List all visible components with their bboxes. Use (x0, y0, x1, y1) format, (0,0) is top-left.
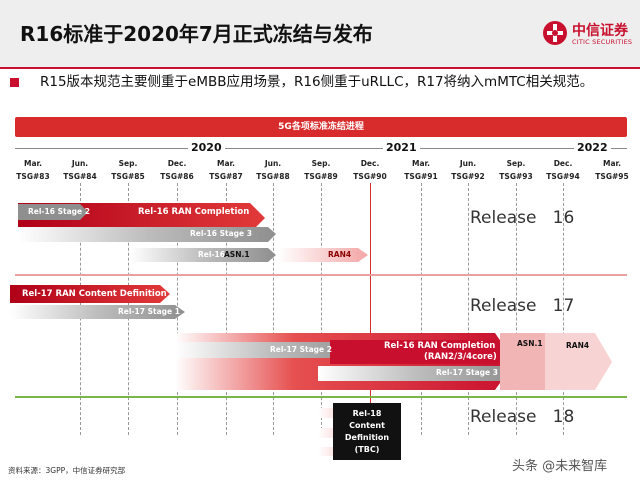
tick-month: Sep. (311, 159, 331, 168)
label-rel16-asn1: ASN.1 (224, 250, 250, 259)
page-title: R16标准于2020年7月正式冻结与发布 (20, 22, 373, 46)
label-rel17-content-def: Rel-17 RAN Content Definition (22, 289, 167, 299)
citic-logo-icon (543, 21, 567, 45)
label-rel17-asn1: ASN.1 (517, 339, 543, 348)
year-label-2022: 2022 (574, 141, 611, 154)
tick-tsg: TSG#89 (304, 172, 338, 181)
label-rel18-line4: (TBC) (354, 445, 380, 454)
tick-month: Mar. (216, 159, 235, 168)
year-label-2020: 2020 (188, 141, 225, 154)
title-underline (0, 67, 640, 69)
current-date-line (370, 183, 371, 451)
tick-tsg: TSG#91 (404, 172, 438, 181)
tick-tsg: TSG#87 (209, 172, 243, 181)
tick-month: Sep. (506, 159, 526, 168)
label-rel16-stage3: Rel-16 Stage 3 (190, 229, 252, 238)
tick-tsg: TSG#83 (16, 172, 50, 181)
bar-rel17-ran4 (545, 333, 612, 390)
tick-tsg: TSG#95 (595, 172, 629, 181)
box-rel18-content-def (333, 403, 401, 460)
tick-month: Jun. (264, 159, 282, 168)
tick-tsg: TSG#88 (256, 172, 290, 181)
tick-month: Mar. (23, 159, 42, 168)
tick-month: Dec. (360, 159, 380, 168)
guide-line (421, 183, 422, 435)
tick-tsg: TSG#92 (451, 172, 485, 181)
label-rel16-ran4: RAN4 (328, 250, 352, 259)
separator-r16-r17 (15, 274, 627, 276)
bar-rel16-stage2 (18, 204, 88, 220)
bar-rel17-stage1 (10, 305, 185, 319)
guide-line (226, 183, 227, 435)
bar-rel16-asn1 (130, 248, 276, 262)
timeline-banner: 5G各项标准冻结进程 (15, 117, 627, 137)
tick-month: Jun. (71, 159, 89, 168)
bullet-text: R15版本规范主要侧重于eMBB应用场景，R16侧重于uRLLC，R17将纳入m… (40, 74, 594, 90)
label-rel18-line1: Rel-18 (352, 409, 382, 418)
label-rel17-stage3: Rel-17 Stage 3 (436, 368, 498, 377)
label-rel16-ran-completion-2: Rel-16 RAN Completion (384, 341, 496, 351)
guide-line (321, 183, 322, 435)
tick-month: Dec. (167, 159, 187, 168)
bar-rel16-ran-completion-2 (330, 340, 506, 364)
bullet-square-icon (10, 78, 19, 87)
tick-tsg: TSG#86 (160, 172, 194, 181)
label-rel17-stage2: Rel-17 Stage 2 (270, 345, 332, 354)
guide-line (273, 183, 274, 435)
year-label-2021: 2021 (383, 141, 420, 154)
label-rel16-ran-completion: Rel-16 RAN Completion (138, 207, 250, 217)
release-18-label: Release 18 (470, 407, 575, 427)
separator-r17-r18 (15, 396, 627, 398)
tick-month: Mar. (602, 159, 621, 168)
logo-text-en: CITIC SECURITIES (572, 38, 633, 46)
guide-line (563, 183, 564, 435)
label-rel16-stage2: Rel-16 Stage 2 (28, 207, 90, 216)
watermark: 头条 @未来智库 (512, 459, 608, 474)
tick-month: Sep. (118, 159, 138, 168)
source-note: 资料来源：3GPP，中信证券研究部 (8, 466, 126, 475)
label-rel16-ran-completion-2-sub: (RAN2/3/4core) (424, 352, 497, 362)
tick-tsg: TSG#90 (353, 172, 387, 181)
tick-month: Mar. (411, 159, 430, 168)
logo-text-cn: 中信证券 (572, 23, 628, 39)
release-16-label: Release 16 (470, 208, 575, 228)
label-rel17-ran4: RAN4 (566, 341, 590, 350)
tick-month: Dec. (553, 159, 573, 168)
tick-tsg: TSG#85 (111, 172, 145, 181)
release-17-label: Release 17 (470, 296, 575, 316)
label-rel17-stage1: Rel-17 Stage 1 (118, 307, 180, 316)
tick-tsg: TSG#94 (546, 172, 580, 181)
bar-rel16-ran4 (278, 248, 368, 262)
bar-rel17-content-def (10, 285, 170, 303)
guide-line (468, 183, 469, 435)
label-rel16-asn1-prefix: Rel-16 (198, 250, 225, 259)
citic-logo: 中信证券 CITIC SECURITIES (542, 18, 632, 54)
tick-month: Jun. (459, 159, 477, 168)
title-bar (0, 0, 640, 68)
tick-tsg: TSG#84 (63, 172, 97, 181)
year-line (15, 148, 627, 149)
tick-tsg: TSG#93 (499, 172, 533, 181)
label-rel18-line2: Content (349, 421, 385, 430)
guide-line (516, 183, 517, 435)
label-rel18-line3: Definition (344, 433, 390, 442)
bar-rel16-stage3 (18, 227, 276, 242)
bar-rel17-stage3 (318, 366, 515, 381)
bar-rel17-stage2-gray (175, 342, 368, 358)
